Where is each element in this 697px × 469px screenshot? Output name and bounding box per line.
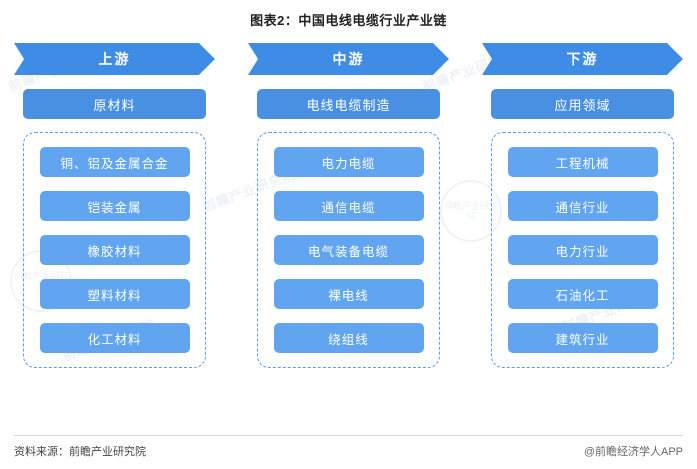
list-item: 通信电缆 (273, 191, 424, 221)
list-item: 电力行业 (507, 235, 658, 265)
list-item: 橡胶材料 (39, 235, 190, 265)
footer: 资料来源：前瞻产业研究院 @前瞻经济学人APP (0, 435, 697, 469)
list-item: 工程机械 (507, 147, 658, 177)
list-item: 绕组线 (273, 323, 424, 353)
items-midstream: 电力电缆 通信电缆 电气装备电缆 裸电线 绕组线 (257, 132, 440, 368)
list-item: 通信行业 (507, 191, 658, 221)
list-item: 石油化工 (507, 279, 658, 309)
head-upstream: 原材料 (23, 89, 206, 119)
list-item: 裸电线 (273, 279, 424, 309)
column-midstream: 中游 电线电缆制造 电力电缆 通信电缆 电气装备电缆 裸电线 绕组线 (248, 43, 449, 368)
column-downstream: 下游 应用领域 工程机械 通信行业 电力行业 石油化工 建筑行业 (482, 43, 683, 368)
list-item: 电力电缆 (273, 147, 424, 177)
items-upstream: 铜、铝及金属合金 铠装金属 橡胶材料 塑料材料 化工材料 (23, 132, 206, 368)
list-item: 建筑行业 (507, 323, 658, 353)
head-midstream: 电线电缆制造 (257, 89, 440, 119)
banner-downstream: 下游 (482, 43, 683, 75)
list-item: 化工材料 (39, 323, 190, 353)
list-item: 塑料材料 (39, 279, 190, 309)
items-downstream: 工程机械 通信行业 电力行业 石油化工 建筑行业 (491, 132, 674, 368)
page-title: 图表2：中国电线电缆行业产业链 (250, 13, 447, 28)
list-item: 铜、铝及金属合金 (39, 147, 190, 177)
list-item: 铠装金属 (39, 191, 190, 221)
column-upstream: 上游 原材料 铜、铝及金属合金 铠装金属 橡胶材料 塑料材料 化工材料 (14, 43, 215, 368)
source-label: 资料来源：前瞻产业研究院 (14, 446, 146, 458)
brand-label: @前瞻经济学人APP (583, 446, 683, 458)
list-item: 电气装备电缆 (273, 235, 424, 265)
head-downstream: 应用领域 (491, 89, 674, 119)
banner-upstream: 上游 (14, 43, 215, 75)
supply-chain-columns: 上游 原材料 铜、铝及金属合金 铠装金属 橡胶材料 塑料材料 化工材料 中游 电… (0, 29, 697, 368)
banner-midstream: 中游 (248, 43, 449, 75)
